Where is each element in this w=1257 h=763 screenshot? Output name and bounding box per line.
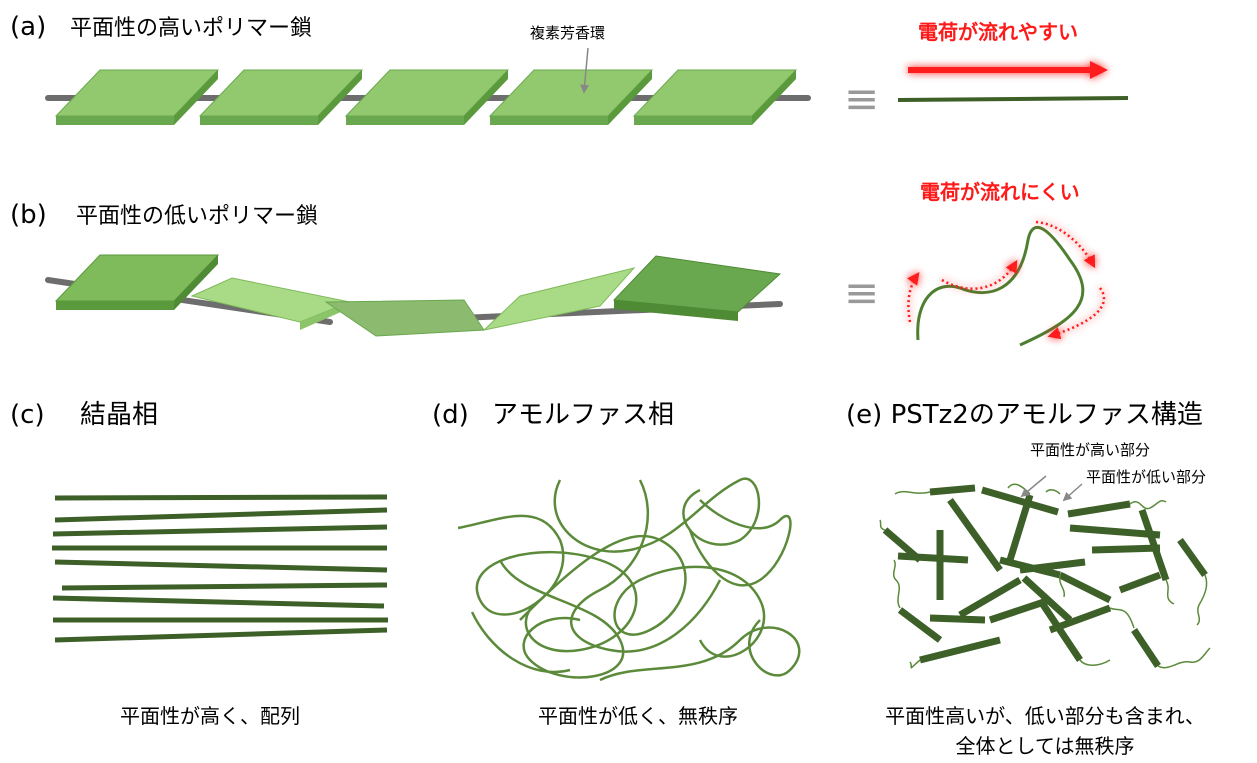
heteroaromatic-ring-annotation: 複素芳香環: [530, 24, 606, 42]
high-planarity-note: 平面性が高い部分: [1030, 441, 1151, 459]
planar-polymer-chain: [45, 47, 811, 125]
low-planarity-connectors: [879, 483, 1211, 669]
ring-plate-b3: [324, 299, 485, 337]
ring-plate-b4: [482, 267, 636, 331]
panel-a-title: 平面性の高いポリマー鎖: [70, 16, 313, 41]
panel-b-title: 平面性の低いポリマー鎖: [76, 204, 319, 229]
aromatic-ring-plate-3: [344, 69, 510, 125]
equivalence-symbol-b: ≡: [844, 268, 880, 317]
high-planarity-arrow: [1020, 475, 1047, 498]
panel-d-label: (d): [432, 400, 469, 430]
charge-flows-easily-label: 電荷が流れやすい: [918, 20, 1078, 44]
wiggly-chain-line: [916, 226, 1085, 347]
aromatic-ring-plate-1: [54, 69, 220, 125]
panel-e-label: (e): [846, 400, 883, 430]
low-planarity-note: 平面性が低い部分: [1086, 468, 1207, 486]
panel-e-caption-line1: 平面性高いが、低い部分も含まれ、: [885, 704, 1205, 728]
amorphous-tangle: [457, 477, 801, 682]
panel-e-title: (e) PSTz2のアモルファス構造: [846, 402, 1203, 428]
panel-e-title-text: PSTz2のアモルファス構造: [890, 400, 1203, 430]
easy-charge-arrow: [908, 61, 1108, 79]
panel-c-caption: 平面性が高く、配列: [120, 704, 300, 728]
panel-c-label: (c): [10, 400, 45, 430]
straight-chain-line: [897, 96, 1129, 102]
aromatic-ring-plate-5: [632, 69, 798, 125]
panel-e-caption-line2: 全体としては無秩序: [955, 734, 1135, 758]
hindered-charge-arrows: [907, 220, 1106, 340]
panel-b-label: (b): [10, 200, 47, 230]
panel-c-title: 結晶相: [80, 400, 159, 430]
charge-flows-poorly-label: 電荷が流れにくい: [920, 180, 1080, 204]
panel-d-title: アモルファス相: [492, 400, 675, 430]
twisted-polymer-chain: [45, 254, 783, 337]
equivalence-symbol-a: ≡: [844, 74, 880, 123]
ring-plate-b5: [612, 255, 782, 321]
panel-a-label: (a): [10, 12, 47, 42]
aromatic-ring-plate-2: [198, 69, 364, 125]
low-planarity-arrow: [1062, 483, 1083, 502]
crystalline-rods: [52, 494, 388, 643]
amorphous-rod-network: [882, 484, 1208, 668]
aromatic-ring-plate-4: [488, 69, 654, 125]
panel-d-caption: 平面性が低く、無秩序: [538, 704, 738, 728]
ring-plate-b1: [54, 254, 220, 310]
annotation-arrow: [580, 47, 590, 94]
